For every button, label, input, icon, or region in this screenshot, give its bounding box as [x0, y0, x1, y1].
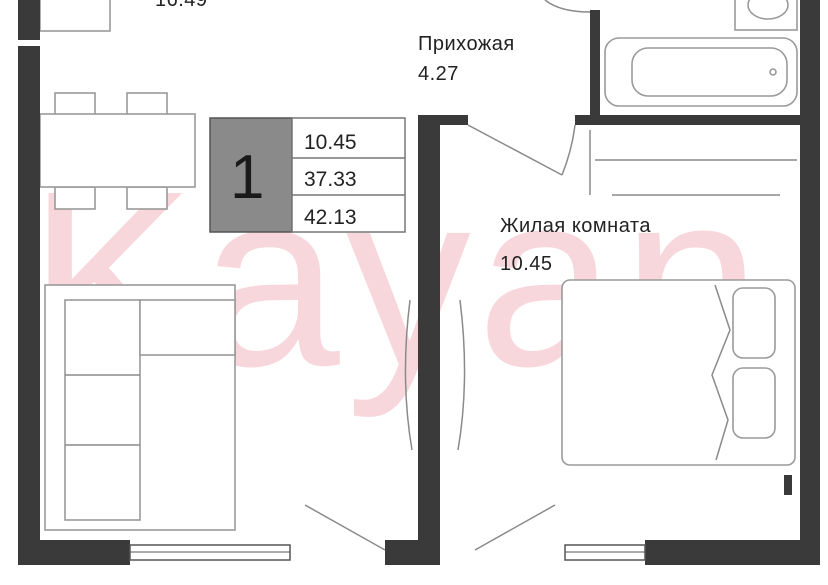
living-area-value: 10.45 — [304, 131, 357, 154]
summary-badge: 1 10.45 37.33 42.13 — [209, 117, 406, 233]
bathroom-door-swing — [544, 0, 591, 13]
hallway-name: Прихожая — [418, 33, 515, 55]
rooms-count: 1 — [230, 143, 264, 212]
area-value: 37.33 — [304, 168, 357, 191]
hallway-area: 4.27 — [418, 63, 459, 85]
kitchen-area: 16.49 — [155, 0, 208, 11]
toilet — [734, 0, 798, 31]
doors — [304, 124, 576, 551]
wardrobe — [589, 130, 797, 196]
windows — [129, 544, 646, 561]
bathtub — [604, 37, 798, 107]
bed — [561, 279, 796, 466]
living-room-area: 10.45 — [500, 253, 553, 275]
dining-table — [39, 92, 196, 210]
total-area-value: 42.13 — [304, 206, 357, 229]
kitchen-counter — [39, 0, 111, 32]
walls — [18, 0, 820, 565]
corner-sofa — [44, 284, 236, 531]
living-room-name: Жилая комната — [500, 215, 651, 237]
